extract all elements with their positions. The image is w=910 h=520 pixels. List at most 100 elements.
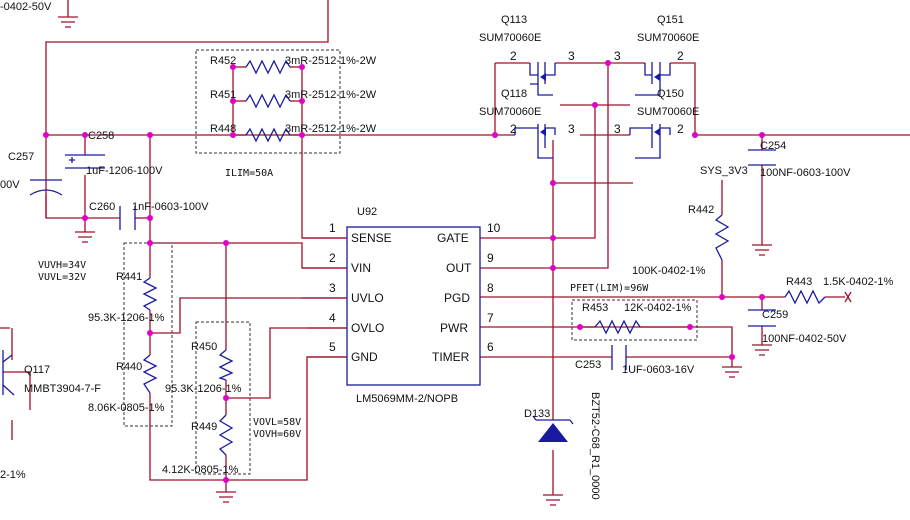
q113-ref: Q113 [501, 14, 527, 26]
r452-ref: R452 [210, 55, 236, 67]
ic-pin-name: PGD [444, 291, 470, 305]
divider-outline-uv [123, 242, 173, 427]
r451-ref: R451 [210, 89, 236, 101]
r449-ref: R449 [191, 421, 217, 433]
ic-pin-num: 8 [487, 281, 494, 295]
mosfet-q150 [629, 124, 671, 159]
q118-pin-3: 3 [568, 122, 575, 136]
r442-value: 100K-0402-1% [632, 265, 706, 277]
q150-pin-3: 3 [614, 122, 621, 136]
r450-ref: R450 [191, 341, 217, 353]
c254-ref: C254 [760, 140, 786, 152]
ic-pin-num: 4 [329, 311, 336, 325]
ground-symbols [58, 16, 772, 506]
capacitor-c260 [119, 206, 136, 230]
capacitor-c258 [65, 154, 105, 169]
q151-part: SUM70060E [637, 32, 699, 44]
ic-left-pins: 1 SENSE 2 VIN 3 UVLO 4 OVLO 5 GND [302, 221, 392, 364]
left-bottom-label: 2-1% [0, 469, 26, 481]
r451-value: 3mR-2512-1%-2W [285, 89, 377, 101]
ic-u92-body [346, 226, 481, 386]
sense-resistor-bank [195, 49, 341, 154]
r440-ref: R440 [116, 361, 142, 373]
resistor-r449 [218, 414, 234, 456]
vuvh-note: VUVH=34V [38, 260, 86, 271]
ic-pin-name: VIN [351, 261, 371, 275]
ground-icon [752, 244, 772, 256]
ilim-note: ILIM=50A [225, 168, 273, 179]
capacitor-c254 [748, 149, 776, 166]
ground-icon [75, 231, 95, 243]
ic-pin-name: OUT [446, 261, 472, 275]
mosfet-q118 [514, 124, 556, 159]
c257-value: 00V [0, 179, 20, 191]
q151-pin-2: 2 [677, 49, 684, 63]
pfet-note: PFET(LIM)=96W [570, 283, 649, 294]
r448-ref: R448 [210, 123, 236, 135]
q117-ref: Q117 [24, 364, 50, 376]
transistor-q117 [2, 350, 15, 396]
ic-pin-num: 9 [487, 251, 494, 265]
ic-pin-name: SENSE [351, 231, 392, 245]
c258-ref: C258 [88, 130, 114, 142]
c259-value: 100NF-0402-50V [762, 333, 847, 345]
resistor-r442 [714, 214, 730, 261]
r448-value: 3mR-2512-1%-2W [285, 123, 377, 135]
ic-ref: U92 [357, 206, 377, 218]
capacitor-c257 [29, 179, 63, 196]
ic-pin-num: 2 [329, 251, 336, 265]
q151-ref: Q151 [657, 14, 684, 26]
q118-ref: Q118 [501, 88, 527, 100]
ic-pin-name: GND [351, 350, 378, 364]
q113-part: SUM70060E [479, 32, 541, 44]
d133-part: BZT52-C68_R1_0000 [589, 392, 601, 500]
sys-3v3-rail: SYS_3V3 [700, 165, 748, 177]
r440-value: 8.06K-0805-1% [88, 402, 165, 414]
q118-part: SUM70060E [479, 106, 541, 118]
q113-pin-3: 3 [568, 49, 575, 63]
r443-ref: R443 [786, 276, 812, 288]
ground-icon [752, 344, 772, 356]
vovl-note: VOVL=58V [253, 417, 301, 428]
vuvl-note: VUVL=32V [38, 272, 86, 283]
resistor-r453 [571, 299, 698, 341]
q150-part: SUM70060E [637, 106, 699, 118]
r442-ref: R442 [688, 204, 714, 216]
c260-value: 1nF-0603-100V [132, 201, 209, 213]
ic-pin-name: OVLO [351, 321, 384, 335]
ic-pin-num: 10 [487, 221, 501, 235]
ic-pin-num: 7 [487, 311, 494, 325]
q117-part: MMBT3904-7-F [24, 383, 101, 395]
ic-pin-num: 5 [329, 340, 336, 354]
r453-value: 12K-0402-1% [624, 302, 691, 314]
vovh-note: VOVH=60V [253, 429, 301, 440]
r441-ref: R441 [116, 271, 142, 283]
ground-icon [543, 494, 563, 506]
ground-icon [722, 357, 742, 378]
capacitor-c253 [611, 345, 627, 370]
resistor-r441 [142, 277, 158, 311]
r452-value: 3mR-2512-1%-2W [285, 55, 377, 67]
ic-pin-num: 6 [487, 340, 494, 354]
c254-value: 100NF-0603-100V [760, 167, 851, 179]
mosfet-q151 [635, 62, 671, 96]
ground-icon [58, 16, 78, 28]
ic-pin-name: GATE [437, 231, 469, 245]
r450-value: 95.3K-1206-1% [165, 383, 242, 395]
ic-pin-num: 3 [329, 281, 336, 295]
resistor-r440 [142, 354, 158, 394]
q113-pin-2: 2 [510, 49, 517, 63]
q118-pin-2: 2 [510, 122, 517, 136]
q151-pin-3: 3 [614, 49, 621, 63]
q150-ref: Q150 [657, 88, 684, 100]
divider-outline-ov [195, 321, 251, 475]
q150-pin-2: 2 [677, 122, 684, 136]
junction-dots [43, 60, 765, 483]
r441-value: 95.3K-1206-1% [88, 312, 165, 324]
ic-right-pins: 10 GATE 9 OUT 8 PGD 7 PWR 6 TIMER [432, 221, 501, 364]
resistor-r450 [218, 349, 234, 381]
capacitor-c259 [748, 309, 776, 327]
r449-value: 4.12K-0805-1% [162, 464, 239, 476]
zener-diode-d133 [532, 415, 574, 442]
